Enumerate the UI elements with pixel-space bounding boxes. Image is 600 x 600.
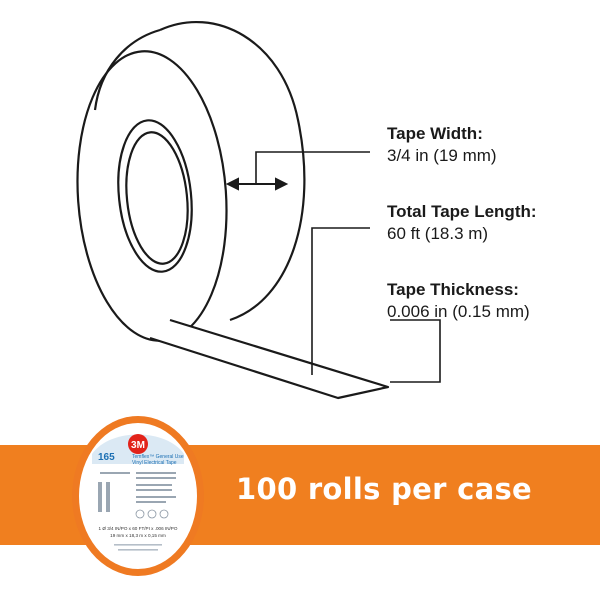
case-quantity-text: 100 rolls per case <box>236 472 533 506</box>
width-arrow-left <box>225 177 239 191</box>
label-dims: 1 Ø 3/4 IN/PO x 60 FT/PI x .006 IN/PO <box>99 526 178 531</box>
roll-core-inner <box>125 131 189 265</box>
tape-roll-diagram <box>76 20 441 400</box>
fine-print-line <box>136 501 166 503</box>
spec-label: Total Tape Length: <box>387 202 537 221</box>
spec-value: 0.006 in (0.15 mm) <box>387 302 530 321</box>
cert-mark-icon <box>135 509 145 519</box>
fine-print-line <box>100 472 130 474</box>
length-leader-line <box>311 227 370 375</box>
product-number: 165 <box>98 452 115 463</box>
cert-mark-icon <box>159 509 169 519</box>
spec-value: 3/4 in (19 mm) <box>387 146 497 165</box>
cert-mark-icon <box>147 509 157 519</box>
product-line2: Vinyl Electrical Tape <box>132 460 177 466</box>
width-arrow-right <box>275 177 289 191</box>
spec-label: Tape Thickness: <box>387 280 519 299</box>
spec-tape-thickness: Tape Thickness: 0.006 in (0.15 mm) <box>387 279 530 323</box>
label-dims-metric: 19 mm x 18,3 m x 0,15 mm <box>110 533 166 538</box>
fine-print-line <box>106 482 110 512</box>
roll-back-outline <box>159 20 306 322</box>
spec-tape-width: Tape Width: 3/4 in (19 mm) <box>387 123 497 167</box>
product-roll-label: 3M 165 Temflex™ General Use Vinyl Electr… <box>72 416 204 576</box>
roll-top-edge <box>93 28 161 111</box>
fine-print-line <box>136 472 176 474</box>
fine-print-line <box>118 549 158 551</box>
fine-print-line <box>136 496 176 498</box>
fine-print-line <box>136 489 172 491</box>
spec-label: Tape Width: <box>387 124 483 143</box>
roll-front-outer <box>76 50 228 342</box>
spec-tape-length: Total Tape Length: 60 ft (18.3 m) <box>387 201 537 245</box>
fine-print-line <box>136 477 176 479</box>
product-line1: Temflex™ General Use <box>132 454 184 460</box>
tape-strip <box>149 318 390 400</box>
fine-print-line <box>114 544 162 546</box>
roll-core-outer <box>117 119 193 273</box>
thickness-leader-line <box>390 319 441 383</box>
spec-value: 60 ft (18.3 m) <box>387 224 489 243</box>
fine-print-line <box>136 484 172 486</box>
width-leader-line <box>255 151 370 184</box>
brand-logo-icon <box>128 434 148 454</box>
fine-print-line <box>98 482 102 512</box>
brand-logo-text: 3M <box>131 440 145 451</box>
